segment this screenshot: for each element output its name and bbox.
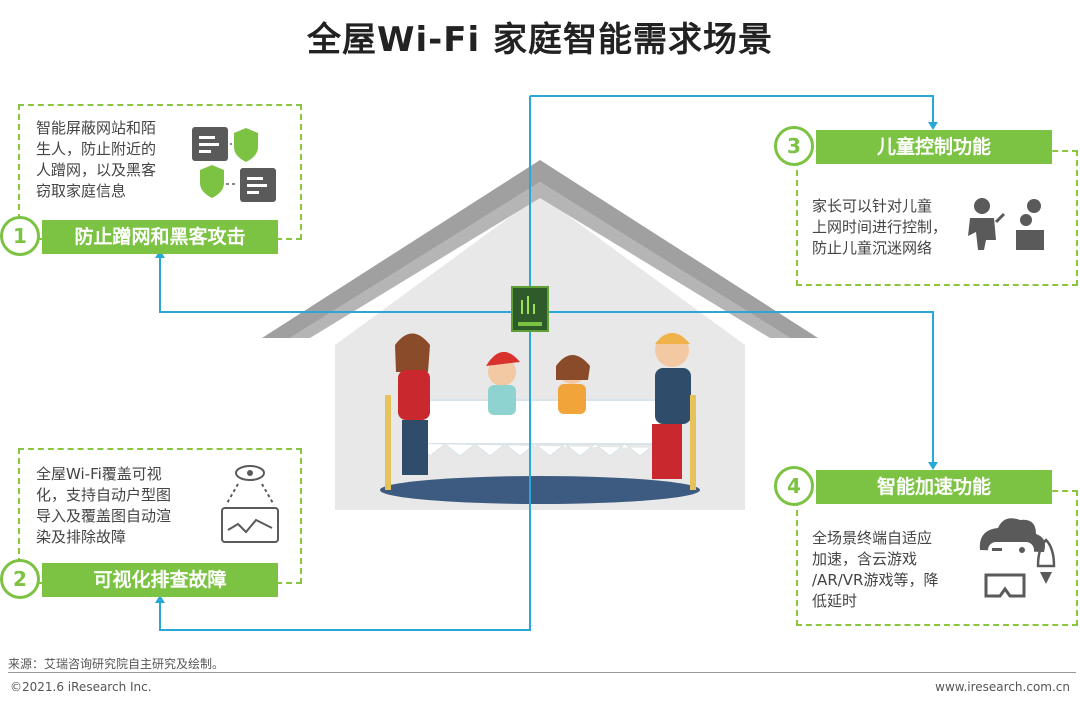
item-1-label: 防止蹭网和黑客攻击 <box>42 220 278 254</box>
page-title: 全屋Wi-Fi 家庭智能需求场景 <box>307 20 773 60</box>
router-icon <box>511 286 549 332</box>
mother-figure <box>395 333 430 475</box>
item-4-description: 全场景终端自适应 加速，含云游戏 /AR/VR游戏等，降 低延时 <box>812 529 939 610</box>
item-1-description: 智能屏蔽网站和陌 生人，防止附近的 人蹭网，以及黑客 窃取家庭信息 <box>36 119 157 200</box>
item-3-label: 儿童控制功能 <box>816 130 1052 164</box>
child-figure-2 <box>556 355 590 414</box>
copyright: ©2021.6 iResearch Inc. <box>10 680 152 694</box>
item-2-description: 全屋Wi-Fi覆盖可视 化，支持自动户型图 导入及覆盖图自动渲 染及排除故障 <box>36 465 172 546</box>
child-figure-1 <box>486 351 520 415</box>
item-2-number: 2 <box>0 559 40 599</box>
website-link[interactable]: www.iresearch.com.cn <box>935 680 1070 694</box>
rug <box>380 476 700 504</box>
item-2-label: 可视化排查故障 <box>42 563 278 597</box>
connector-lines <box>159 95 934 631</box>
item-4-label: 智能加速功能 <box>816 470 1052 504</box>
item-4-number: 4 <box>774 466 814 506</box>
item-3-number: 3 <box>774 126 814 166</box>
source-note: 来源：艾瑞咨询研究院自主研究及绘制。 <box>8 657 225 671</box>
father-figure <box>652 333 691 479</box>
house-roof <box>262 160 818 338</box>
footer-divider <box>8 672 1076 673</box>
item-3-description: 家长可以针对儿童 上网时间进行控制， 防止儿童沉迷网络 <box>812 197 948 257</box>
table <box>419 399 661 445</box>
connector-arrows <box>155 122 938 603</box>
item-1-number: 1 <box>0 216 40 256</box>
